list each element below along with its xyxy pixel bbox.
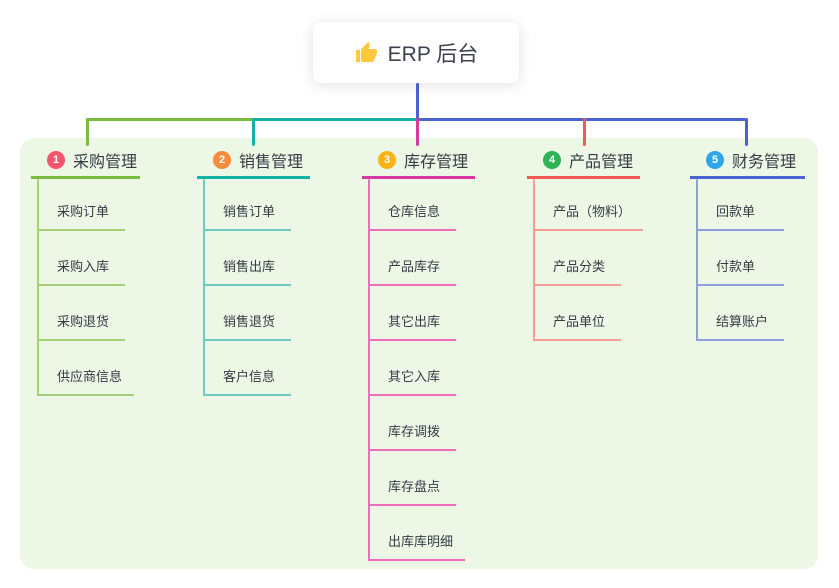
child-label: 销售订单 xyxy=(223,204,276,219)
child-label: 仓库信息 xyxy=(388,204,441,219)
connector-drop-2 xyxy=(252,118,255,146)
root-node-label: ERP 后台 xyxy=(387,42,479,66)
child-node[interactable]: 产品库存 xyxy=(368,249,456,286)
branch-node-5[interactable]: 5 财务管理 xyxy=(690,146,805,179)
connector-drop-1 xyxy=(86,118,89,146)
branch-2-number-badge: 2 xyxy=(213,151,231,169)
branch-1-label: 采购管理 xyxy=(73,154,138,171)
child-node[interactable]: 出库库明细 xyxy=(368,524,466,561)
branch-5-number-badge: 5 xyxy=(706,151,724,169)
root-node[interactable]: ERP 后台 xyxy=(313,22,519,83)
child-node[interactable]: 采购退货 xyxy=(37,304,125,341)
branch-4-number-badge: 4 xyxy=(543,151,561,169)
child-label: 库存盘点 xyxy=(388,479,441,494)
branch-2-trunk-line xyxy=(203,179,205,396)
rail-segment-3 xyxy=(416,118,747,121)
branch-node-2[interactable]: 2 销售管理 xyxy=(197,146,310,179)
child-node[interactable]: 采购订单 xyxy=(37,194,125,231)
child-label: 供应商信息 xyxy=(57,369,123,384)
branch-5-label: 财务管理 xyxy=(732,154,797,171)
thumbs-up-icon xyxy=(355,41,377,62)
branch-5-trunk-line xyxy=(696,179,698,341)
child-label: 付款单 xyxy=(716,259,756,274)
branch-4-trunk-line xyxy=(533,179,535,341)
child-label: 其它入库 xyxy=(388,369,441,384)
child-label: 结算账户 xyxy=(716,314,769,329)
branch-4-label: 产品管理 xyxy=(569,154,634,171)
mindmap-panel xyxy=(20,138,818,569)
child-node[interactable]: 产品单位 xyxy=(533,304,621,341)
connector-drop-5 xyxy=(745,118,748,146)
child-label: 采购退货 xyxy=(57,314,110,329)
child-node[interactable]: 仓库信息 xyxy=(368,194,456,231)
branch-node-3[interactable]: 3 库存管理 xyxy=(362,146,475,179)
branch-1-number-badge: 1 xyxy=(47,151,65,169)
branch-2-label: 销售管理 xyxy=(239,154,304,171)
branch-1-trunk-line xyxy=(37,179,39,396)
child-node[interactable]: 采购入库 xyxy=(37,249,125,286)
branch-3-trunk-line xyxy=(368,179,370,561)
child-label: 采购入库 xyxy=(57,259,110,274)
branch-3-label: 库存管理 xyxy=(404,154,469,171)
branch-node-1[interactable]: 1 采购管理 xyxy=(31,146,140,179)
child-node[interactable]: 客户信息 xyxy=(203,359,291,396)
child-label: 销售出库 xyxy=(223,259,276,274)
child-node[interactable]: 回款单 xyxy=(696,194,784,231)
child-label: 出库库明细 xyxy=(388,534,454,549)
child-label: 产品（物料） xyxy=(553,204,632,219)
child-label: 其它出库 xyxy=(388,314,441,329)
child-node[interactable]: 其它入库 xyxy=(368,359,456,396)
child-label: 产品库存 xyxy=(388,259,441,274)
child-node[interactable]: 付款单 xyxy=(696,249,784,286)
child-label: 库存调拨 xyxy=(388,424,441,439)
child-label: 采购订单 xyxy=(57,204,110,219)
child-node[interactable]: 产品分类 xyxy=(533,249,621,286)
child-node[interactable]: 库存调拨 xyxy=(368,414,456,451)
child-node[interactable]: 供应商信息 xyxy=(37,359,135,396)
branch-node-4[interactable]: 4 产品管理 xyxy=(527,146,640,179)
connector-drop-4 xyxy=(583,118,586,146)
branch-3-number-badge: 3 xyxy=(378,151,396,169)
rail-segment-1 xyxy=(86,118,253,121)
root-connector-line xyxy=(416,83,419,119)
child-label: 产品单位 xyxy=(553,314,606,329)
connector-drop-3 xyxy=(416,118,419,146)
child-label: 产品分类 xyxy=(553,259,606,274)
child-node[interactable]: 销售订单 xyxy=(203,194,291,231)
child-node[interactable]: 其它出库 xyxy=(368,304,456,341)
child-label: 回款单 xyxy=(716,204,756,219)
child-label: 客户信息 xyxy=(223,369,276,384)
rail-segment-2 xyxy=(252,118,418,121)
child-node[interactable]: 销售出库 xyxy=(203,249,291,286)
child-node[interactable]: 销售退货 xyxy=(203,304,291,341)
child-node[interactable]: 结算账户 xyxy=(696,304,784,341)
child-node[interactable]: 产品（物料） xyxy=(533,194,644,231)
child-label: 销售退货 xyxy=(223,314,276,329)
child-node[interactable]: 库存盘点 xyxy=(368,469,456,506)
